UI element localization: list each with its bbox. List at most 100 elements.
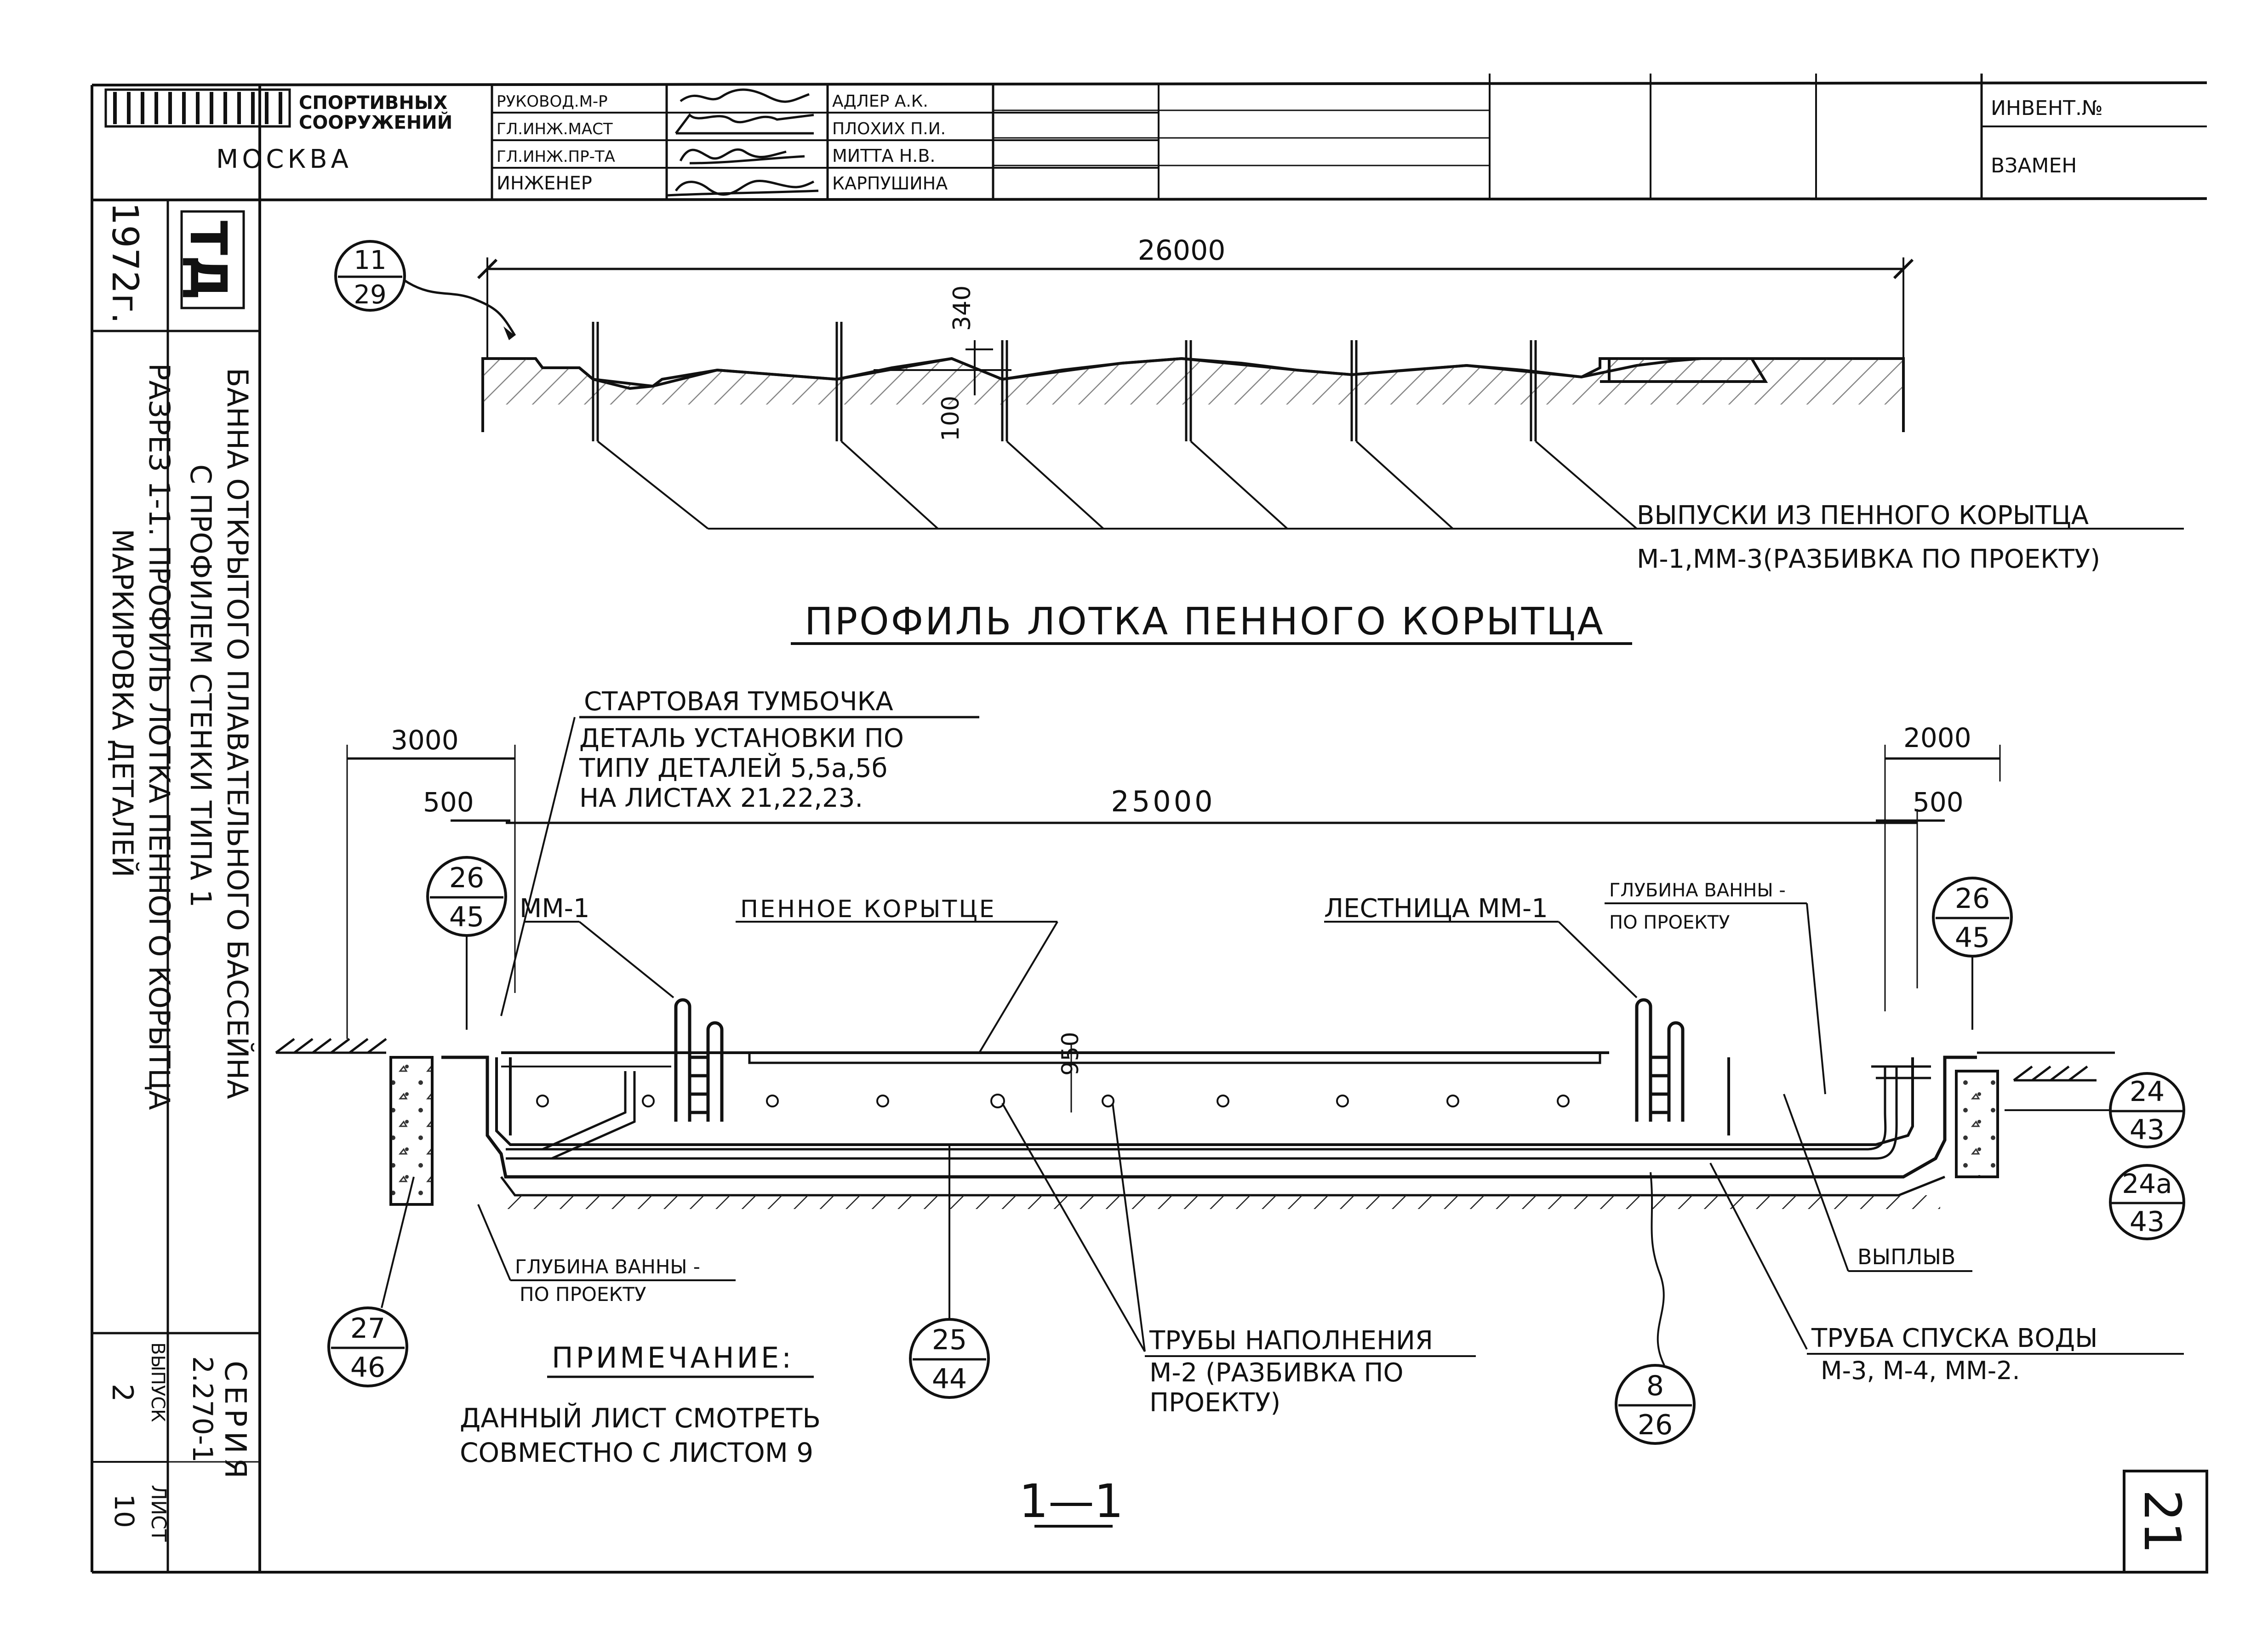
name-1: АДЛЕР А.К. (832, 92, 928, 111)
fill-pipes-3: ПРОЕКТУ) (1149, 1388, 1280, 1418)
sheet-label: ЛИСТ (147, 1485, 170, 1542)
role-3: ГЛ.ИНЖ.ПР-ТА (497, 148, 615, 166)
detail-note-1: ДЕТАЛЬ УСТАНОВКИ ПО (579, 724, 904, 753)
replace-label: ВЗАМЕН (1991, 154, 2077, 177)
city-label: МОСКВА (216, 144, 352, 174)
org-line-1: СПОРТИВНЫХ (299, 92, 447, 114)
description-line-2: С ПРОФИЛЕМ СТЕНКИ ТИПА 1 (184, 464, 217, 907)
callout-26-45-left: 26 45 (426, 856, 507, 1030)
ladder-right (1635, 998, 1685, 1122)
callout-44: 44 (932, 1363, 967, 1395)
ladder-left (674, 998, 724, 1122)
org-line-2: СООРУЖЕНИЙ (299, 111, 452, 133)
depth-right-1: ГЛУБИНА ВАННЫ - (1609, 880, 1786, 901)
callout-25: 25 (932, 1324, 967, 1356)
profile-small-dims: 340 100 (874, 285, 1011, 441)
depth-right-2: ПО ПРОЕКТУ (1609, 912, 1730, 933)
dim-25000: 25000 (1111, 785, 1215, 818)
callout-8: 8 (1646, 1370, 1664, 1402)
title-block: СПОРТИВНЫХ СООРУЖЕНИЙ МОСКВА РУКОВОД.М-Р… (91, 74, 2207, 201)
gutter-profile: 11 29 26000 (334, 234, 2184, 645)
td-logo: ТД (179, 210, 245, 309)
callout-24a: 24а (2122, 1168, 2172, 1199)
description-line-3: РАЗРЕЗ 1-1. ПРОФИЛЬ ЛОТКА ПЕННОГО КОРЫТЦ… (143, 363, 176, 1110)
note-text-2: СОВМЕСТНО С ЛИСТОМ 9 (460, 1437, 813, 1468)
profile-title: ПРОФИЛЬ ЛОТКА ПЕННОГО КОРЫТЦА (805, 600, 1605, 644)
callout-24: 24 (2130, 1076, 2165, 1108)
outlet-label-2: М-1,ММ-3(РАЗБИВКА ПО ПРОЕКТУ) (1637, 544, 2100, 574)
issue-value: 2 (106, 1384, 139, 1402)
drain-pipe-1: ТРУБА СПУСКА ВОДЫ (1811, 1323, 2098, 1353)
dim-26000: 26000 (1138, 234, 1226, 267)
description-line-1: БАННА ОТКРЫТОГО ПЛАВАТЕЛЬНОГО БАССЕЙНА (221, 368, 254, 1099)
outlet-leaders (597, 440, 2184, 530)
org-logo (104, 88, 291, 128)
dim-500-right: 500 (1913, 787, 1964, 818)
drain-pipe-2: М-3, М-4, ММ-2. (1821, 1356, 2020, 1385)
sheet-value: 10 (109, 1494, 140, 1528)
td-logo-text: ТД (179, 221, 238, 300)
callout-11-29: 11 29 (334, 240, 516, 340)
description-line-4: МАРКИРОВКА ДЕТАЛЕЙ (106, 529, 139, 878)
series-label: СЕРИЯ (218, 1361, 252, 1483)
dim-500-left: 500 (423, 787, 474, 818)
note-text-1: ДАННЫЙ ЛИСТ СМОТРЕТЬ (460, 1402, 821, 1434)
ladder-label: ЛЕСТНИЦА ММ-1 (1324, 894, 1548, 924)
section-mark: 1—1 (1019, 1474, 1123, 1528)
role-2: ГЛ.ИНЖ.МАСТ (497, 120, 613, 138)
foam-gutter-label: ПЕННОЕ КОРЫТЦЕ (740, 896, 996, 923)
year-label: 1972г. (104, 202, 145, 324)
role-4: ИНЖЕНЕР (497, 173, 592, 194)
start-block-label: СТАРТОВАЯ ТУМБОЧКА (584, 687, 893, 717)
callout-24a-43-bottom: 43 (2130, 1206, 2165, 1238)
name-2: ПЛОХИХ П.И. (832, 120, 946, 138)
note-title: ПРИМЕЧАНИЕ: (552, 1341, 794, 1375)
outlet-label-1: ВЫПУСКИ ИЗ ПЕННОГО КОРЫТЦА (1637, 501, 2089, 530)
profile-outlets (592, 322, 1537, 441)
callout-24-43: 24 43 (2005, 1072, 2185, 1148)
detail-note-3: НА ЛИСТАХ 21,22,23. (579, 783, 863, 813)
foundation-right (1955, 1070, 1999, 1178)
dim-3000: 3000 (391, 724, 459, 756)
role-1: РУКОВОД.М-Р (497, 92, 608, 111)
callout-right-45: 45 (1955, 922, 1990, 954)
detail-note-2: ТИПУ ДЕТАЛЕЙ 5,5а,5б (579, 753, 887, 783)
callout-8-26: 8 26 (1615, 1172, 1696, 1445)
dim-100: 100 (937, 396, 965, 441)
sheet-number-box: 21 (2123, 1470, 2208, 1574)
foundation-left (389, 1056, 434, 1206)
inventory-label: ИНВЕНТ.№ (1991, 97, 2103, 120)
issue-label: ВЫПУСК (147, 1342, 168, 1422)
callout-25-44: 25 44 (909, 1145, 990, 1399)
callout-27: 27 (350, 1312, 385, 1345)
callout-27-46: 27 46 (327, 1176, 415, 1387)
callout-26-45-right: 26 45 (1932, 877, 2013, 1030)
fill-pipes-2: М-2 (РАЗБИВКА ПО (1149, 1358, 1404, 1388)
name-3: МИТТА Н.В. (832, 146, 936, 166)
series-value: 2.270-1 (186, 1356, 218, 1463)
callout-left-26: 26 (449, 862, 484, 894)
callout-11-29-top: 11 (354, 245, 386, 275)
name-4: КАРПУШИНА (832, 173, 948, 194)
sheet-number: 21 (2133, 1489, 2192, 1554)
fill-inlets (536, 1094, 1570, 1108)
fill-pipes-1: ТРУБЫ НАПОЛНЕНИЯ (1149, 1326, 1433, 1356)
section-1-1: СТАРТОВАЯ ТУМБОЧКА ДЕТАЛЬ УСТАНОВКИ ПО Т… (275, 687, 2185, 1528)
callout-46: 46 (350, 1352, 385, 1384)
callout-left-45: 45 (449, 901, 484, 933)
mm1-label: ММ-1 (520, 894, 589, 924)
depth-left-1: ГЛУБИНА ВАННЫ - (515, 1255, 700, 1278)
callout-right-26: 26 (1955, 883, 1990, 915)
left-stamp: 1972г. ТД БАННА ОТКРЫТОГО ПЛАВАТЕЛЬНОГО … (91, 85, 2207, 1574)
callout-11-29-bottom: 29 (354, 280, 386, 310)
pool-basin (441, 1051, 1977, 1209)
callout-26-bottom: 26 (1638, 1409, 1673, 1441)
depth-left-2: ПО ПРОЕКТУ (520, 1283, 646, 1306)
callout-24-43-bottom: 43 (2130, 1114, 2165, 1146)
dim-2000: 2000 (1903, 722, 1971, 753)
exit-label: ВЫПЛЫВ (1857, 1244, 1955, 1269)
signatures (666, 88, 819, 197)
callout-24a-43: 24а 43 (2109, 1164, 2185, 1240)
dim-340: 340 (948, 285, 976, 331)
